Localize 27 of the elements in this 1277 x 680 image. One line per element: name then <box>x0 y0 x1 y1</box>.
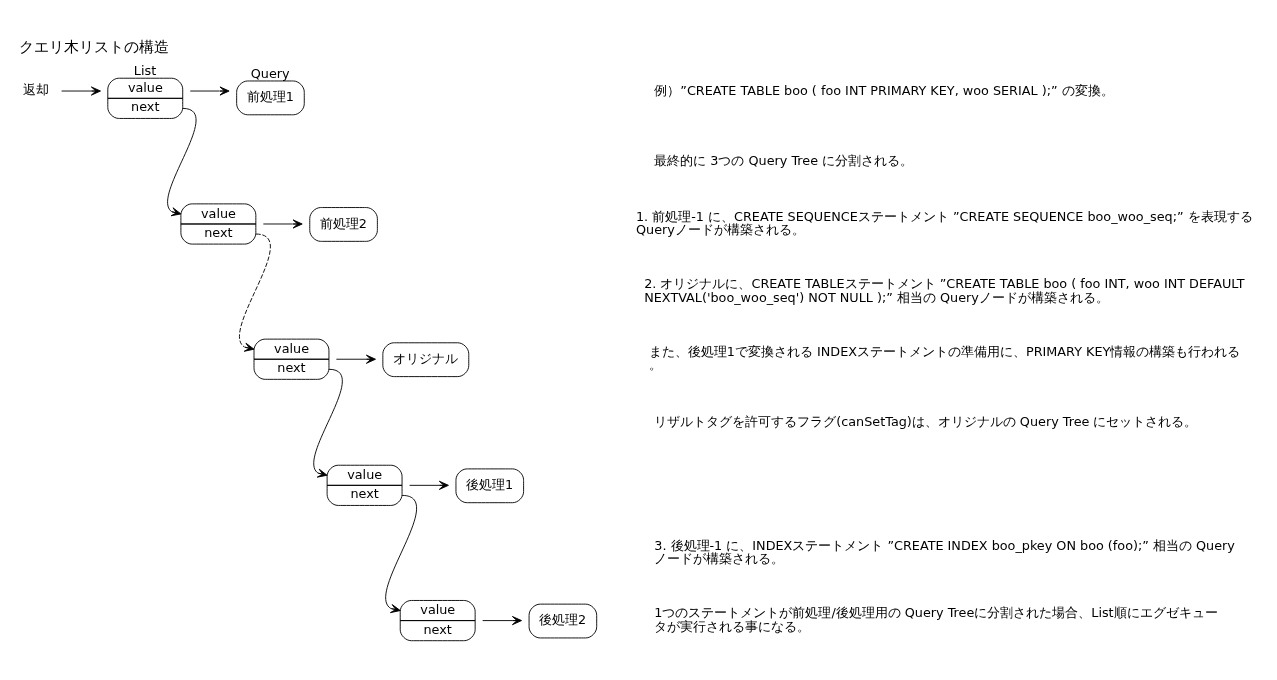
diagram-title: クエリ木リストの構造 <box>18 37 169 55</box>
arrow <box>61 85 101 96</box>
arrow <box>313 368 343 478</box>
label: 3. 後処理-1 に、INDEXステートメント ”CREATE INDEX boo_pkey ON boo (foo);” 相当の Query ノードが構築される。 <box>654 536 1235 566</box>
arrow <box>189 85 230 96</box>
node-box: 後処理2 <box>528 603 598 638</box>
node-text: 返却 <box>23 81 50 97</box>
node-label: List <box>133 62 157 78</box>
label: 1. 前処理-1 に、CREATE SEQUENCEステートメント ”CREATE SEQUENCE boo_woo_seq;” を表現する Queryノードが構築される。 <box>635 208 1253 237</box>
node-box: 前処理2 <box>309 206 378 242</box>
node-box: オリジナル <box>382 341 470 377</box>
label: また、後処理1で変換される INDEXステートメントの準備用に、PRIMARY KEY情報の構築も行われる。 <box>648 343 1241 372</box>
label: 例）”CREATE TABLE boo ( foo INT PRIMARY KEY, woo SERIAL );” の変換。 <box>654 82 1114 98</box>
arrow <box>262 218 303 229</box>
label: リザルトタグを許可するフラグ(canSetTag)は、オリジナルの Query Tree にセットされる。 <box>654 413 1198 429</box>
arrow <box>335 354 376 364</box>
node-box: 前処理1 <box>236 80 305 115</box>
label: 1つのステートメントが前処理/後処理用の Query Treeに分割された場合、List順にエグゼキュータが実行される事になる。 <box>654 604 1218 634</box>
arrow <box>239 233 271 352</box>
label: 2. オリジナルに、CREATE TABLEステートメント ”CREATE TABLE boo ( foo INT, woo INT DEFAULT NEXTVAL('boo_woo_seq') NOT NULL );” 相当の Queryノードが構築される。 <box>644 275 1245 305</box>
arrow <box>167 107 197 216</box>
label: 最終的に 3つの Query Tree に分割される。 <box>654 152 914 168</box>
arrow <box>385 494 417 613</box>
node-box: 後処理1 <box>455 467 525 503</box>
node-label: Query <box>250 65 290 80</box>
arrow <box>409 480 449 490</box>
arrow <box>482 615 522 625</box>
